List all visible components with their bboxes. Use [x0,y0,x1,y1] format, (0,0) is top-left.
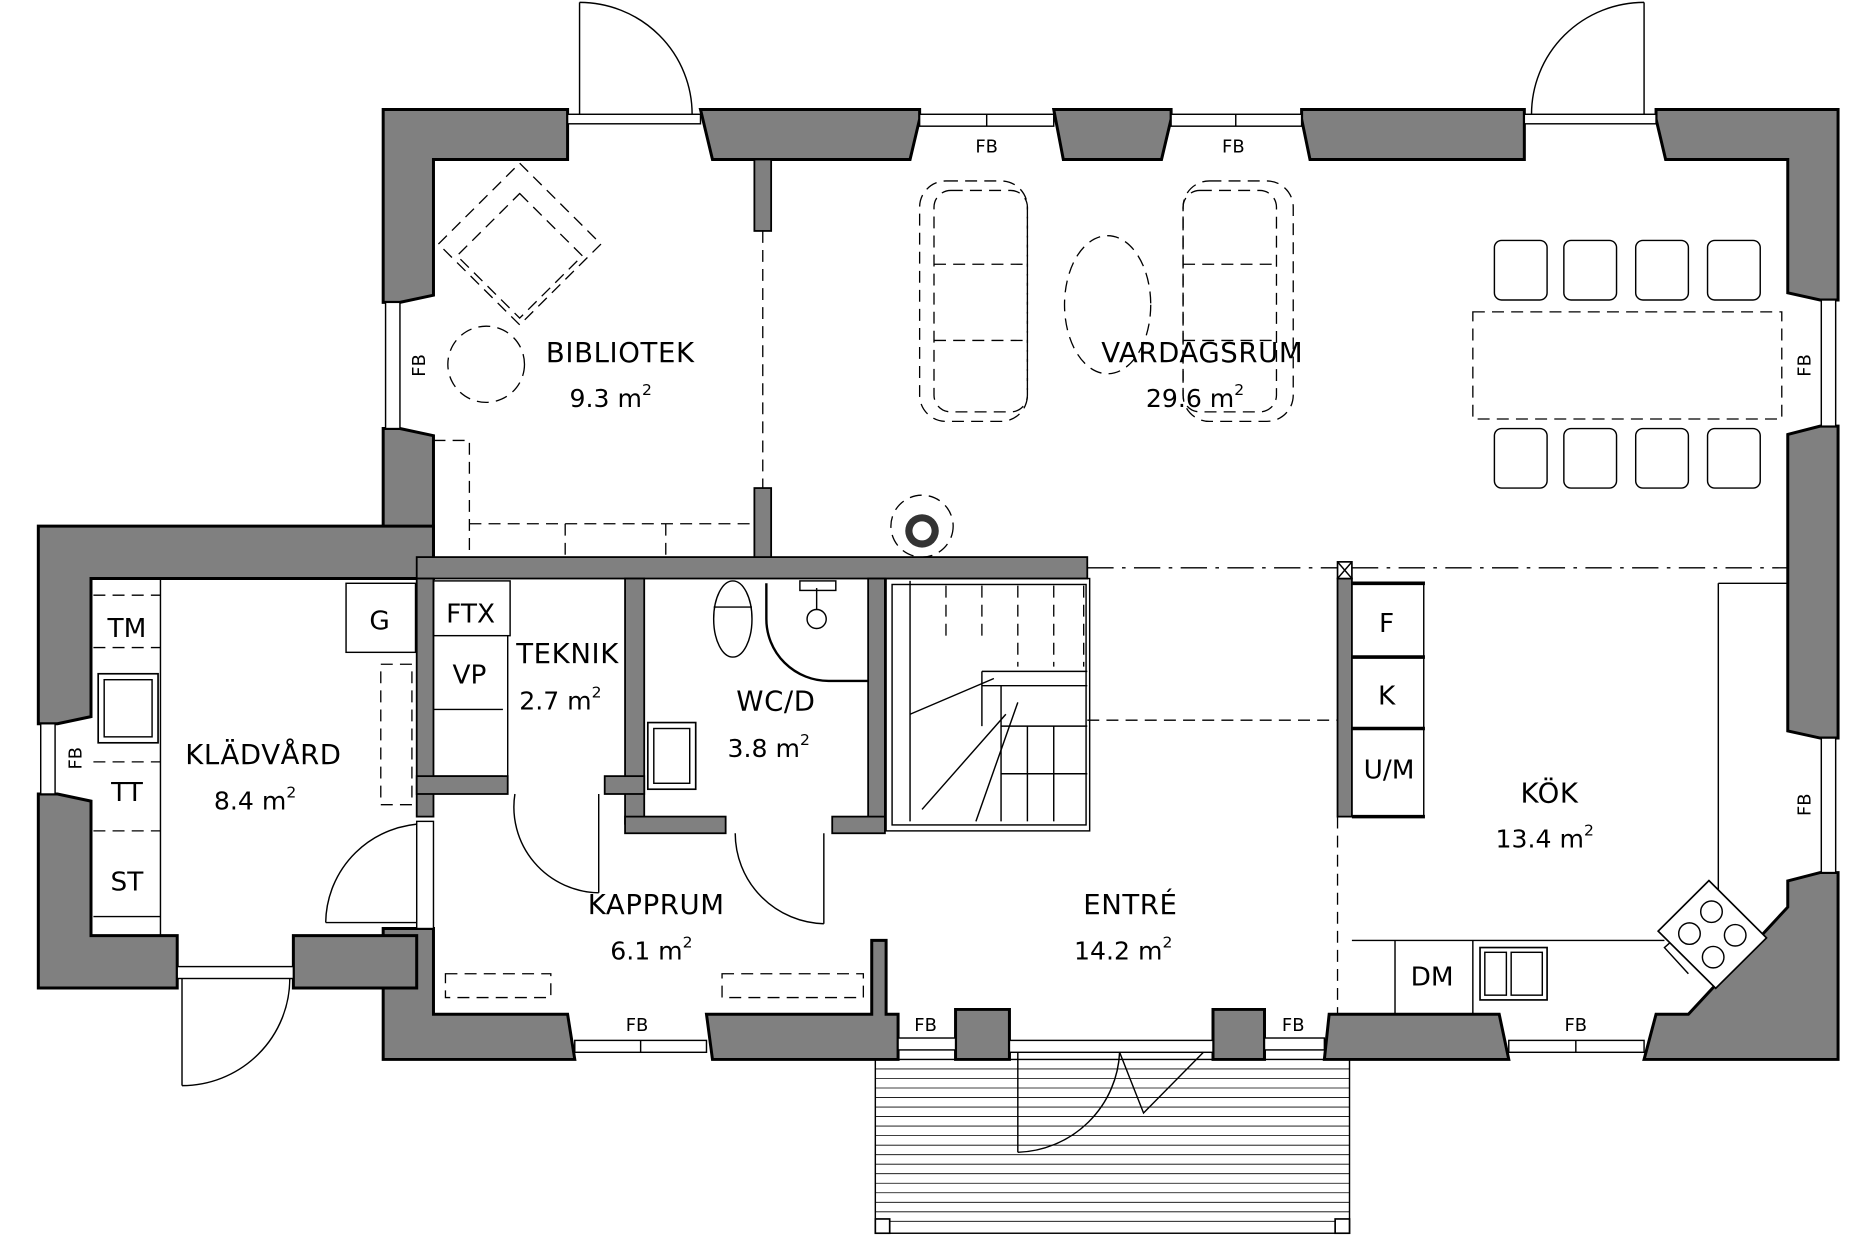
label-freezer: K [1378,682,1396,712]
svg-text:14.2 m2: 14.2 m2 [1074,934,1172,966]
svg-text:29.6 m2: 29.6 m2 [1146,381,1244,413]
svg-text:13.4 m2: 13.4 m2 [1496,822,1594,854]
appliance-labels: TM TT ST G FTX VP F K U/M DM [107,600,1454,993]
fb-label: FB [1794,354,1815,377]
fb-label: FB [1282,1015,1305,1036]
room-wcd: WC/D 3.8 m2 [728,687,815,763]
label-ftx: FTX [446,600,495,630]
room-kok: KÖK 13.4 m2 [1496,775,1594,853]
interior-walls [415,158,1353,835]
exterior-walls [36,108,1840,1061]
bathroom-fixtures [646,580,869,791]
room-kladvard: KLÄDVÅRD 8.4 m2 [185,737,341,815]
svg-text:KLÄDVÅRD: KLÄDVÅRD [185,737,341,771]
svg-text:KÖK: KÖK [1520,775,1578,809]
svg-text:8.4 m2: 8.4 m2 [214,784,296,816]
svg-text:3.8 m2: 3.8 m2 [728,731,810,763]
windows [39,113,1837,1054]
room-kapprum: KAPPRUM 6.1 m2 [588,890,725,966]
room-teknik: TEKNIK 2.7 m2 [515,639,619,716]
svg-text:6.1 m2: 6.1 m2 [610,934,692,966]
room-bibliotek: BIBLIOTEK 9.3 m2 [546,338,695,413]
kitchen-fixtures [1351,581,1788,1015]
svg-text:TEKNIK: TEKNIK [515,639,619,670]
label-st: ST [111,867,145,897]
svg-text:VARDAGSRUM: VARDAGSRUM [1101,338,1303,369]
fb-label: FB [975,136,998,157]
furniture [437,162,1783,558]
fb-label: FB [1565,1015,1588,1036]
svg-text:BIBLIOTEK: BIBLIOTEK [546,338,695,369]
terrace [874,1058,1351,1235]
fb-label: FB [409,354,430,377]
room-vardagsrum: VARDAGSRUM 29.6 m2 [1101,338,1303,413]
fb-label: FB [914,1015,937,1036]
staircase [885,577,1091,832]
label-dishwasher: DM [1411,963,1454,993]
fb-label: FB [1794,793,1815,816]
svg-text:WC/D: WC/D [736,687,815,718]
label-vp: VP [452,660,486,690]
label-oven-microwave: U/M [1364,756,1415,786]
room-entre: ENTRÉ 14.2 m2 [1074,887,1177,966]
fb-label: FB [1222,136,1245,157]
label-g: G [369,607,389,637]
fb-label: FB [626,1015,649,1036]
window-labels: FB FB FB FB FB FB FB FB FB FB [65,136,1815,1035]
fb-label: FB [65,747,86,770]
guide-lines [380,230,1788,1015]
label-tm: TM [107,614,147,644]
svg-text:2.7 m2: 2.7 m2 [519,684,601,716]
svg-text:ENTRÉ: ENTRÉ [1083,887,1177,921]
svg-text:9.3 m2: 9.3 m2 [570,381,652,413]
svg-text:KAPPRUM: KAPPRUM [588,890,725,921]
label-tt: TT [110,778,144,808]
laundry-fixtures [93,578,511,936]
label-fridge: F [1379,609,1394,639]
room-labels: BIBLIOTEK 9.3 m2 VARDAGSRUM 29.6 m2 KLÄD… [185,338,1594,965]
